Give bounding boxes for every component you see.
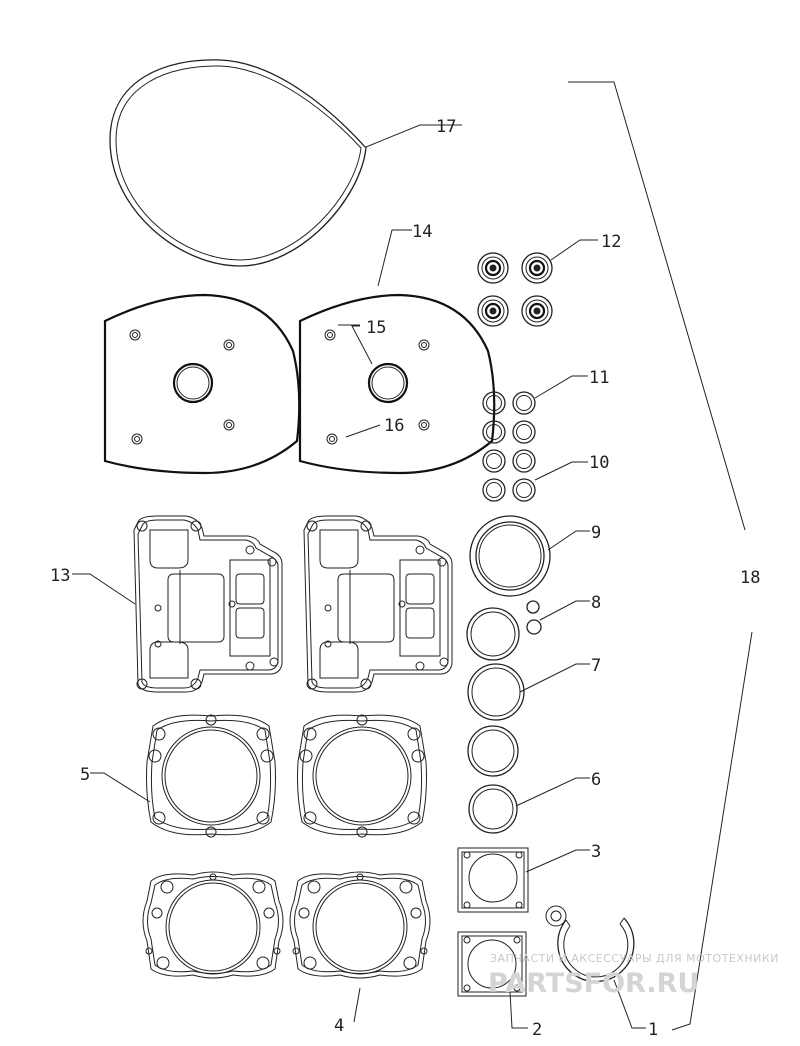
head-gasket-right [297,714,427,838]
exhaust-gasket-2 [457,931,527,997]
cylinder-base-gasket-right [289,871,431,979]
head-gasket-5-left [146,714,276,838]
callout-15: 15 [366,318,386,338]
leader-lines [72,81,753,1031]
callout-14: 14 [412,222,432,242]
air-filter-seal-17 [109,59,367,267]
exhaust-gasket-3 [457,847,529,913]
breather-grommets-12 [476,251,554,328]
callout-8: 8 [591,593,601,613]
callout-7: 7 [591,656,601,676]
callout-2: 2 [532,1020,542,1040]
callout-10: 10 [589,453,609,473]
rocker-cover-gasket-13-left [133,515,283,693]
callout-18: 18 [740,568,760,588]
callout-4: 4 [334,1016,344,1036]
o-rings-8 [526,600,542,635]
callout-13: 13 [50,566,70,586]
pushrod-seals-11-10 [482,391,536,502]
callout-9: 9 [591,523,601,543]
callout-6: 6 [591,770,601,790]
callout-1: 1 [648,1020,658,1040]
callout-16: 16 [384,416,404,436]
watermark-logo: PARTSFOR.RU [488,968,699,999]
callout-17: 17 [436,117,456,137]
pushrod-tube-gasket-9 [469,515,551,597]
callout-3: 3 [591,842,601,862]
callout-11: 11 [589,368,609,388]
watermark-tagline: ЗАПЧАСТИ И АКСЕССУАРЫ ДЛЯ МОТОТЕХНИКИ [490,952,779,965]
rocker-cover-gasket-right [303,515,453,693]
o-rings-7-6 [466,607,525,834]
air-cleaner-gasket-14 [298,293,496,475]
callout-5: 5 [80,765,90,785]
cylinder-base-gasket-4-left [142,871,284,979]
callout-12: 12 [601,232,621,252]
air-cleaner-gasket-left [103,293,301,475]
retaining-ring-1 [545,905,635,983]
